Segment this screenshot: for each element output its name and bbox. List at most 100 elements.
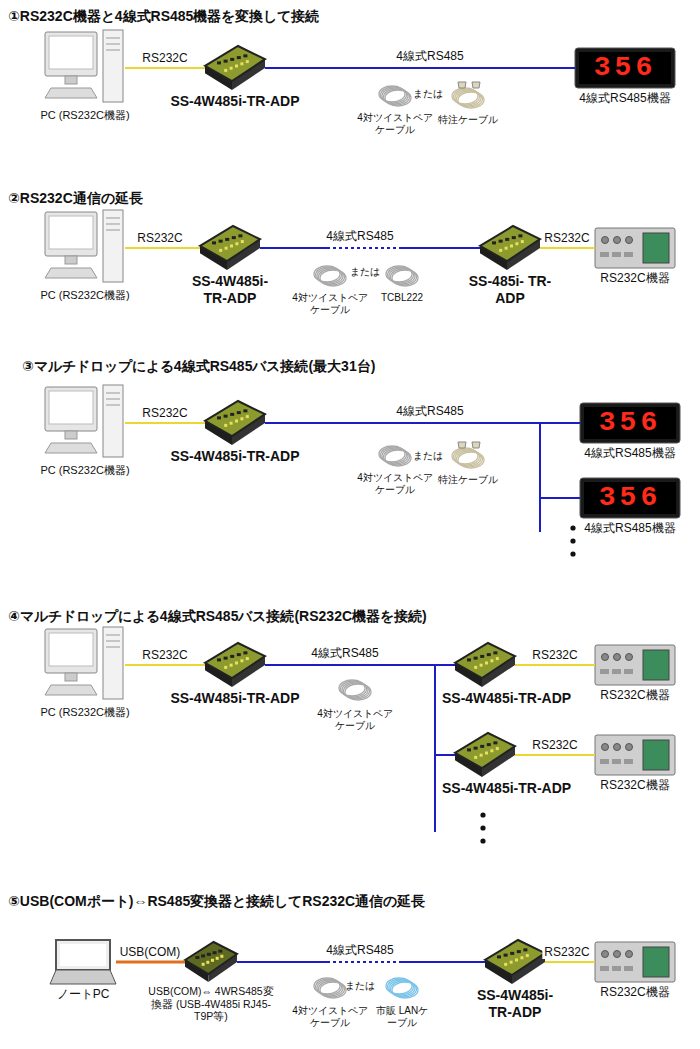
signal-label: RS232C bbox=[140, 648, 189, 662]
pc-node: PC (RS232C機器) bbox=[45, 30, 125, 106]
signal-label: RS232C bbox=[530, 648, 579, 662]
node-label: SS-4W485i-TR-ADP bbox=[442, 780, 571, 797]
cable-connector bbox=[515, 754, 595, 756]
icon bbox=[205, 643, 265, 687]
icon bbox=[45, 385, 123, 457]
node-label: RS232C機器 bbox=[600, 778, 669, 792]
signal-label: RS232C bbox=[530, 738, 579, 752]
continuation-dot bbox=[570, 538, 575, 543]
section-heading: ④マルチドロップによる4線式RS485バス接続(RS232C機器を接続) bbox=[8, 608, 427, 625]
pc-node: PC (RS232C機器) bbox=[45, 385, 125, 461]
converter-node: SS-4W485i- TR-ADP bbox=[200, 226, 260, 270]
cable-label: 4対ツイストペア ケーブル bbox=[289, 1005, 371, 1029]
converter-node: SS-485i- TR-ADP bbox=[480, 226, 540, 270]
converter-node: SS-4W485i-TR-ADP bbox=[205, 46, 265, 90]
icon bbox=[379, 446, 411, 466]
node-label: USB(COM)⇔ 4WRS485変換器 (USB-4W485i RJ45-T9… bbox=[144, 985, 279, 1023]
converter-node: SS-4W485i-TR-ADP bbox=[205, 401, 265, 445]
laptop-node: ノートPC bbox=[50, 940, 116, 984]
icon bbox=[386, 978, 418, 998]
cable-connector bbox=[265, 67, 575, 69]
section-heading: ③マルチドロップによる4線式RS485バス接続(最大31台) bbox=[22, 358, 375, 375]
continuation-dot bbox=[480, 812, 485, 817]
device-node: RS232C機器 bbox=[595, 942, 675, 982]
icon bbox=[455, 643, 515, 687]
cable-connector bbox=[265, 423, 580, 498]
node-label: PC (RS232C機器) bbox=[35, 706, 135, 719]
cable-label: 特注ケーブル bbox=[438, 114, 498, 126]
display-node: 3564線式RS485機器 bbox=[580, 403, 680, 443]
section-heading: ⑤USB(COMポート)⇔RS485変換器と接続してRS232C通信の延長 bbox=[8, 893, 425, 910]
cable-connector bbox=[540, 247, 595, 249]
icon bbox=[575, 48, 675, 88]
signal-label: RS232C bbox=[135, 231, 184, 245]
icon bbox=[314, 978, 346, 998]
icon bbox=[580, 478, 680, 518]
node-label: RS232C機器 bbox=[600, 985, 669, 999]
icon bbox=[45, 627, 123, 699]
cable-label: 4対ツイストペア ケーブル bbox=[289, 292, 371, 316]
icon bbox=[45, 210, 123, 282]
icon bbox=[452, 82, 484, 108]
node-label: SS-4W485i-TR-ADP bbox=[170, 690, 299, 707]
icon bbox=[185, 942, 237, 982]
cable-label: 4対ツイストペア ケーブル bbox=[354, 472, 436, 496]
icon bbox=[480, 226, 540, 270]
continuation-dot bbox=[480, 825, 485, 830]
node-label: SS-4W485i-TR-ADP bbox=[170, 93, 299, 110]
cable-connector bbox=[260, 247, 480, 249]
node-label: PC (RS232C機器) bbox=[35, 109, 135, 122]
icon bbox=[580, 403, 680, 443]
cable-label: または bbox=[345, 980, 375, 992]
display-node: 3564線式RS485機器 bbox=[580, 478, 680, 518]
cable-connector bbox=[116, 961, 185, 964]
node-label: SS-4W485i-TR-ADP bbox=[170, 448, 299, 465]
icon bbox=[205, 46, 265, 90]
icon bbox=[485, 940, 545, 984]
node-label: PC (RS232C機器) bbox=[35, 464, 135, 477]
icon bbox=[200, 226, 260, 270]
section-heading: ①RS232C機器と4線式RS485機器を変換して接続 bbox=[8, 8, 319, 25]
cable-label: 市販 LANケーブル bbox=[372, 1005, 432, 1029]
display-digits: 356 bbox=[575, 48, 675, 88]
node-label: 4線式RS485機器 bbox=[584, 446, 675, 460]
continuation-dot bbox=[570, 525, 575, 530]
icon bbox=[455, 733, 515, 777]
icon bbox=[50, 940, 116, 984]
icon bbox=[205, 401, 265, 445]
pc-node: PC (RS232C機器) bbox=[45, 627, 125, 703]
icon bbox=[452, 442, 484, 468]
node-label: SS-485i- TR-ADP bbox=[460, 273, 560, 307]
signal-label: RS232C bbox=[140, 51, 189, 65]
signal-label: RS232C bbox=[542, 231, 591, 245]
node-label: SS-4W485i- TR-ADP bbox=[465, 987, 565, 1021]
cable-label: TCBL222 bbox=[381, 292, 423, 304]
icon bbox=[386, 266, 418, 286]
cable-connector bbox=[515, 664, 595, 666]
cable-label: 4対ツイストペア ケーブル bbox=[314, 708, 396, 732]
dotted-segment bbox=[330, 247, 400, 250]
converter-node: SS-4W485i-TR-ADP bbox=[455, 643, 515, 687]
icon bbox=[379, 86, 411, 106]
continuation-dot bbox=[570, 551, 575, 556]
node-label: RS232C機器 bbox=[600, 271, 669, 285]
signal-label: RS232C bbox=[542, 945, 591, 959]
cable-label: 4対ツイストペア ケーブル bbox=[354, 112, 436, 136]
device-node: RS232C機器 bbox=[595, 735, 675, 775]
node-label: PC (RS232C機器) bbox=[35, 289, 135, 302]
icon bbox=[45, 30, 123, 102]
cable-label: または bbox=[413, 88, 443, 100]
signal-label: 4線式RS485 bbox=[324, 942, 395, 959]
converter-node: SS-4W485i-TR-ADP bbox=[205, 643, 265, 687]
signal-label: 4線式RS485 bbox=[309, 645, 380, 662]
signal-label: 4線式RS485 bbox=[394, 403, 465, 420]
cable-connector bbox=[125, 247, 200, 249]
node-label: 4線式RS485機器 bbox=[579, 91, 670, 105]
bus-wire bbox=[539, 498, 541, 532]
section-heading: ②RS232C通信の延長 bbox=[8, 190, 143, 207]
display-digits: 356 bbox=[580, 478, 680, 518]
device-node: RS232C機器 bbox=[595, 645, 675, 685]
cable-connector bbox=[125, 67, 205, 69]
